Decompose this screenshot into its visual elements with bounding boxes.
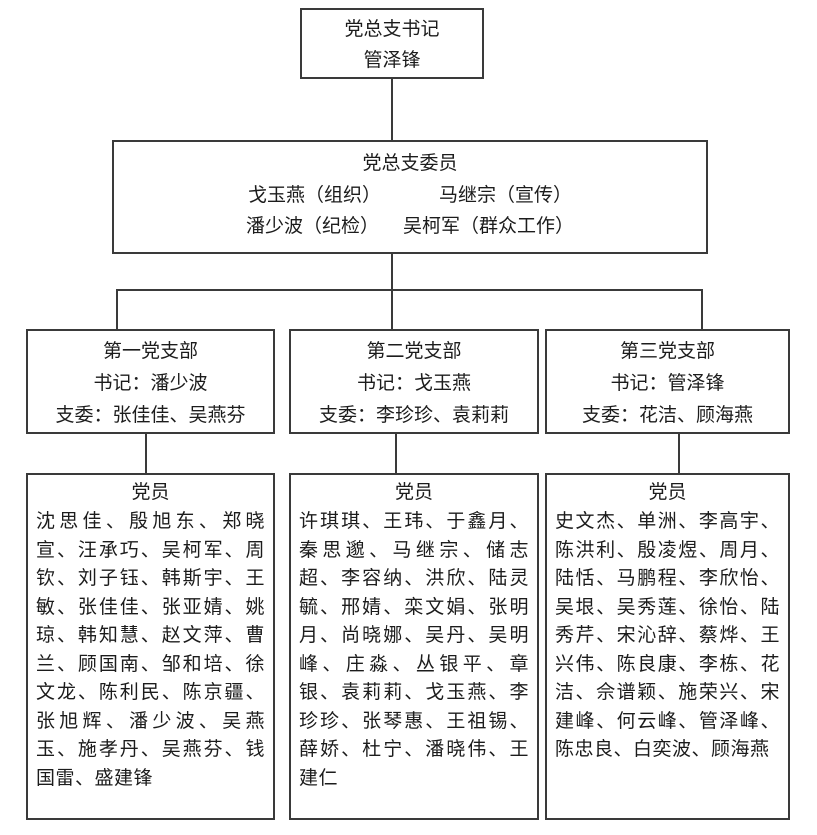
branch2-title: 第二党支部	[366, 341, 462, 362]
committee-row-2: 潘少波（纪检） 吴柯军（群众工作）	[114, 211, 706, 242]
committee-row-1: 戈玉燕（组织） 马继宗（宣传）	[114, 180, 706, 211]
branch1-secretary: 书记：潘少波	[93, 373, 208, 394]
connector-branch1-to-members1	[145, 434, 147, 473]
connector-branch3-to-members3	[678, 434, 680, 473]
members3-box: 党员 史文杰、单洲、李高宇、陈洪利、殷凌煜、周月、陆恬、马鹏程、李欣怡、吴垠、吴…	[545, 473, 790, 820]
root-name: 管泽锋	[363, 50, 421, 71]
connector-branch2-to-members2	[395, 434, 397, 473]
branch1-box: 第一党支部 书记：潘少波 支委：张佳佳、吴燕芬	[26, 329, 275, 434]
members3-list: 史文杰、单洲、李高宇、陈洪利、殷凌煜、周月、陆恬、马鹏程、李欣怡、吴垠、吴秀莲、…	[555, 511, 780, 760]
branch3-committee: 支委：花洁、顾海燕	[581, 405, 753, 426]
branch3-title: 第三党支部	[619, 341, 715, 362]
branch2-secretary: 书记：戈玉燕	[356, 373, 471, 394]
connector-root-to-committee	[391, 79, 393, 140]
members2-title: 党员	[394, 482, 433, 503]
connector-rail-to-branch3	[701, 289, 703, 329]
members1-title: 党员	[131, 482, 170, 503]
branch1-title: 第一党支部	[102, 341, 198, 362]
branch2-committee: 支委：李珍珍、袁莉莉	[318, 405, 509, 426]
members2-box: 党员 许琪琪、王玮、于鑫月、秦思邈、马继宗、储志超、李容纳、洪欣、陆灵毓、邢婧、…	[289, 473, 539, 820]
connector-rail-to-branch2	[391, 289, 393, 329]
members1-box: 党员 沈思佳、殷旭东、郑晓宣、汪承巧、吴柯军、周钦、刘子钰、韩斯宇、王敏、张佳佳…	[26, 473, 275, 820]
branch1-committee: 支委：张佳佳、吴燕芬	[55, 405, 246, 426]
branch3-box: 第三党支部 书记：管泽锋 支委：花洁、顾海燕	[545, 329, 790, 434]
connector-committee-to-rail	[391, 254, 393, 290]
branch2-box: 第二党支部 书记：戈玉燕 支委：李珍珍、袁莉莉	[289, 329, 539, 434]
root-box: 党总支书记 管泽锋	[300, 8, 484, 79]
connector-rail-to-branch1	[116, 289, 118, 329]
committee-title: 党总支委员	[362, 153, 458, 174]
members1-list: 沈思佳、殷旭东、郑晓宣、汪承巧、吴柯军、周钦、刘子钰、韩斯宇、王敏、张佳佳、张亚…	[36, 511, 265, 789]
committee-box: 党总支委员 戈玉燕（组织） 马继宗（宣传） 潘少波（纪检） 吴柯军（群众工作）	[112, 140, 708, 254]
committee-member-organization: 戈玉燕（组织）	[247, 185, 381, 206]
branch3-secretary: 书记：管泽锋	[610, 373, 725, 394]
root-title: 党总支书记	[344, 19, 440, 40]
members2-list: 许琪琪、王玮、于鑫月、秦思邈、马继宗、储志超、李容纳、洪欣、陆灵毓、邢婧、栾文娟…	[299, 511, 529, 789]
connector-rail	[116, 289, 703, 291]
committee-member-propaganda: 马继宗（宣传）	[439, 185, 573, 206]
committee-member-discipline: 潘少波（纪检）	[245, 216, 379, 237]
members3-title: 党员	[648, 482, 687, 503]
committee-member-mass-work: 吴柯军（群众工作）	[403, 216, 575, 237]
